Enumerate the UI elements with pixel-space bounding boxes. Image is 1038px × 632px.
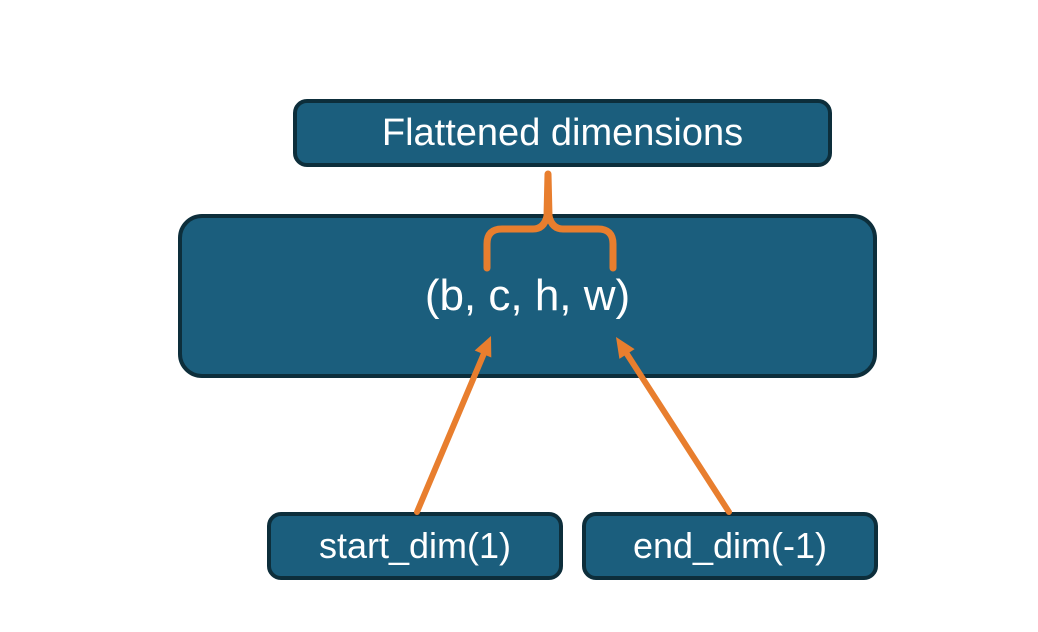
tensor-shape-label: (b, c, h, w) — [424, 271, 631, 320]
flattened-dimensions-label: Flattened dimensions — [381, 112, 744, 154]
start-dim-label: start_dim(1) — [318, 525, 512, 566]
flattened-dimensions-box: Flattened dimensions — [293, 99, 832, 167]
end-dim-box: end_dim(-1) — [582, 512, 878, 580]
tensor-shape-box: (b, c, h, w) — [178, 214, 877, 378]
end-dim-label: end_dim(-1) — [632, 525, 828, 566]
start-dim-box: start_dim(1) — [267, 512, 563, 580]
